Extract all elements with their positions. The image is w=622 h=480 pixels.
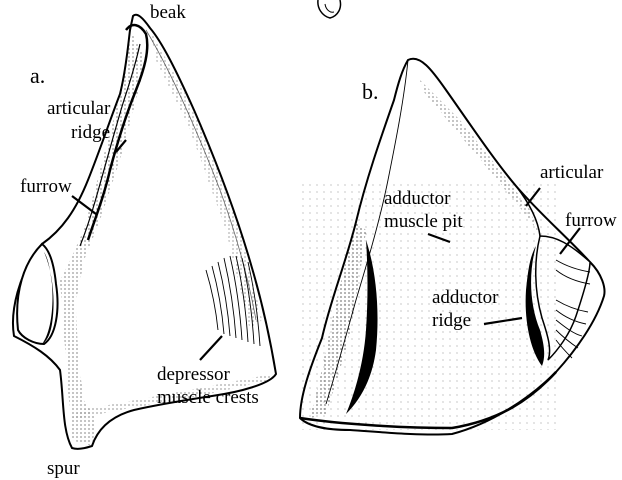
label-furrow-a: furrow: [20, 176, 72, 197]
label-depressor-1: depressor: [157, 364, 230, 385]
label-adductor-pit-2: muscle pit: [384, 211, 463, 232]
label-spur: spur: [47, 458, 80, 479]
label-articular-b: articular: [540, 162, 603, 183]
shell-a-drawing: [13, 15, 276, 449]
shell-b-drawing: [300, 59, 604, 435]
label-beak: beak: [150, 2, 186, 23]
top-fragment: [318, 0, 341, 18]
panel-a-label: a.: [30, 64, 45, 88]
label-furrow-b: furrow: [565, 210, 617, 231]
panel-b-label: b.: [362, 80, 379, 104]
label-articular-ridge-1: articular: [47, 98, 110, 119]
label-adductor-pit-1: adductor: [384, 188, 450, 209]
label-adductor-ridge-1: adductor: [432, 287, 498, 308]
label-adductor-ridge-2: ridge: [432, 310, 471, 331]
label-depressor-2: muscle crests: [157, 387, 259, 408]
label-articular-ridge-2: ridge: [71, 122, 110, 143]
